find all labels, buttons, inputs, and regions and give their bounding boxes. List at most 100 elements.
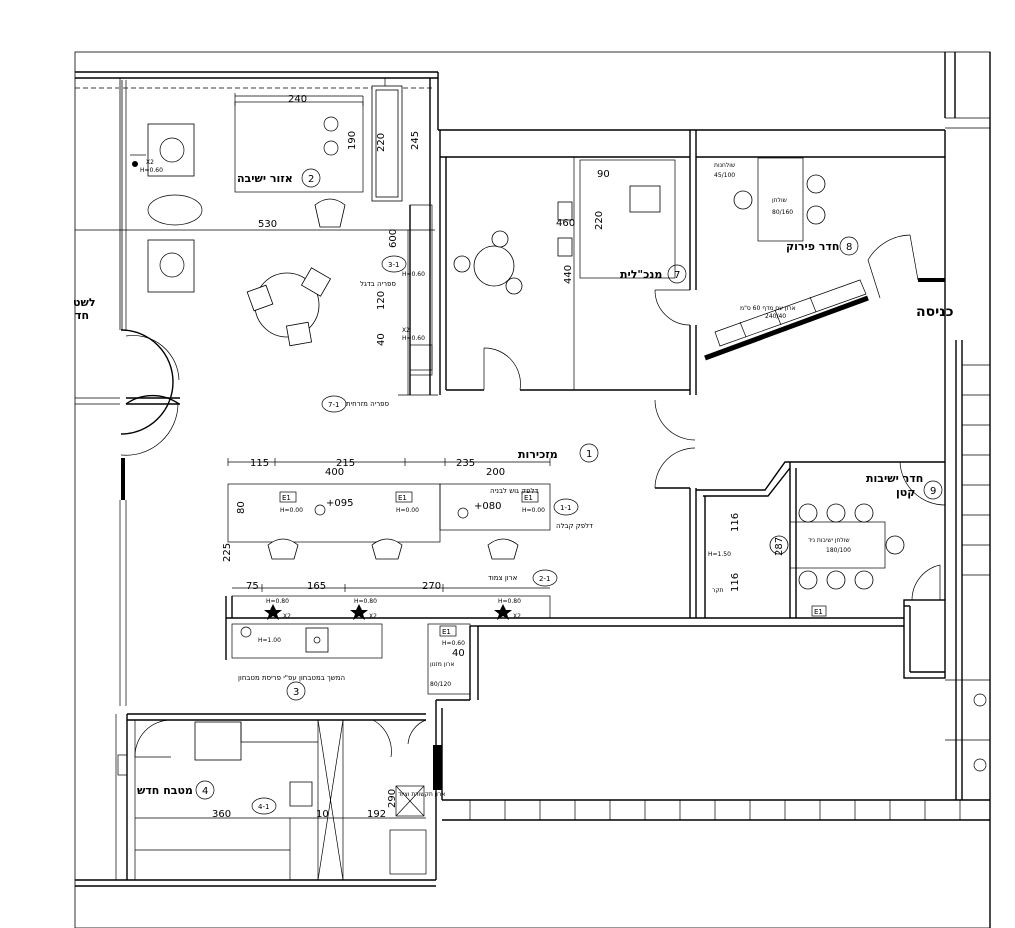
room-8-name: חדר פירוק bbox=[786, 240, 839, 253]
note-side-table-size: 45/100 bbox=[714, 172, 735, 179]
dim-287: 287 bbox=[774, 537, 785, 556]
h060-wall-1: H=0.60 bbox=[402, 271, 425, 278]
dim-600: 600 bbox=[388, 229, 399, 248]
note-cabinet-2: ספריה מזרחית bbox=[346, 400, 390, 408]
note-pantry: ארון מזנון bbox=[430, 661, 454, 668]
room-9-name-2: קטן bbox=[896, 486, 915, 499]
e1-marker-3: E1 bbox=[524, 494, 533, 502]
h100-kitchen: H=1.00 bbox=[258, 637, 281, 644]
tag-2-1: 2-1 bbox=[539, 575, 550, 583]
note-ceiling: תקר bbox=[712, 587, 724, 594]
dim-120: 120 bbox=[376, 291, 387, 310]
e1-marker-1: E1 bbox=[282, 494, 291, 502]
small-meeting-room bbox=[689, 461, 946, 679]
note-tall-cabinet: ארון עם מדף 60 ס"מ bbox=[740, 305, 796, 312]
dim-245: 245 bbox=[410, 131, 421, 150]
room-2-number: 2 bbox=[308, 174, 314, 185]
dim-40: 40 bbox=[376, 333, 387, 346]
corridor-wall bbox=[226, 617, 904, 880]
room-1-number: 1 bbox=[586, 449, 592, 460]
dim-235: 235 bbox=[456, 458, 475, 469]
dim-116a: 116 bbox=[730, 513, 741, 532]
room-3-number: 3 bbox=[293, 687, 299, 698]
e1-marker-2: E1 bbox=[398, 494, 407, 502]
room-7-name: מנכ"לית bbox=[620, 268, 662, 281]
reception-area bbox=[225, 399, 696, 660]
tag-4-1: 4-1 bbox=[258, 803, 269, 811]
dim-360: 360 bbox=[212, 809, 231, 820]
h060-wall-2: H=0.60 bbox=[402, 335, 425, 342]
x2-1: X2 bbox=[283, 613, 291, 620]
note-manager-table-size: 80/160 bbox=[772, 209, 793, 216]
seating-area-block bbox=[75, 71, 439, 396]
tag-7-1: 7-1 bbox=[328, 401, 339, 409]
note-meeting-table: שולחן ישיבות ניד bbox=[808, 537, 850, 544]
dim-225: 225 bbox=[222, 543, 233, 562]
x2-3: X2 bbox=[513, 613, 521, 620]
left-cut-label-1: לשט bbox=[73, 296, 95, 309]
x2-wall: X2 bbox=[402, 327, 410, 334]
note-rear-cabinet: ארון צמוד bbox=[488, 574, 518, 582]
h050-room9: H=1.50 bbox=[708, 551, 731, 558]
dim-40b: 40 bbox=[452, 648, 465, 659]
note-wall-shelves: ספריה בדגל bbox=[360, 280, 396, 288]
new-kitchen bbox=[115, 713, 427, 881]
room-7-number: 7 bbox=[674, 270, 680, 281]
dim-530: 530 bbox=[258, 219, 277, 230]
e1-kitchen: E1 bbox=[442, 628, 451, 636]
room-4-number: 4 bbox=[202, 786, 208, 797]
note-pantry-size: 80/120 bbox=[430, 681, 451, 688]
note-meeting-table-size: 180/100 bbox=[826, 547, 851, 554]
dim-460: 460 bbox=[556, 218, 575, 229]
h000-2: H=0.00 bbox=[396, 507, 419, 514]
h080-1: H=0.80 bbox=[266, 598, 289, 605]
room-8-number: 8 bbox=[846, 242, 852, 253]
note-manager-table: שולחן bbox=[772, 197, 787, 204]
h080-3: H=0.80 bbox=[498, 598, 521, 605]
dim-190: 190 bbox=[347, 131, 358, 150]
dim-220b: 220 bbox=[594, 211, 605, 230]
right-structure bbox=[944, 52, 991, 928]
left-entrance-door[interactable] bbox=[75, 329, 180, 706]
dim-115: 115 bbox=[250, 458, 269, 469]
dim-90: 90 bbox=[597, 169, 610, 180]
h060-kitchen: H=0.60 bbox=[442, 640, 465, 647]
room-9-number: 9 bbox=[930, 486, 936, 497]
dim-10: 10 bbox=[316, 809, 329, 820]
x2-2: X2 bbox=[369, 613, 377, 620]
room-3-name: המשך במטבחון עפ"י פריסת מטבחון bbox=[238, 674, 345, 682]
note-tall-cabinet-size: 240/40 bbox=[765, 313, 786, 320]
bottom-outer-wall bbox=[75, 799, 990, 887]
tag-3-1: 3-1 bbox=[388, 261, 399, 269]
note-front-counter: דלפק גוש לבניה bbox=[490, 487, 538, 495]
room-9-name-1: חדר ישיבות bbox=[866, 472, 923, 485]
note-side-table: שולחנות bbox=[714, 162, 735, 169]
tag-1-1: 1-1 bbox=[560, 504, 571, 512]
dim-116b: 116 bbox=[730, 573, 741, 592]
plus080: +080 bbox=[474, 501, 501, 512]
dim-290: 290 bbox=[387, 789, 398, 808]
dim-192: 192 bbox=[367, 809, 386, 820]
dim-220: 220 bbox=[376, 133, 387, 152]
entrance-label: כניסה bbox=[916, 304, 954, 320]
e1-room9: E1 bbox=[814, 608, 823, 616]
dim-200: 200 bbox=[486, 467, 505, 478]
room-4-name: מטבח חדש bbox=[137, 784, 193, 797]
h000-1: H=0.00 bbox=[280, 507, 303, 514]
dim-80: 80 bbox=[236, 501, 247, 514]
dim-240: 240 bbox=[288, 94, 307, 105]
room-8 bbox=[696, 130, 946, 600]
room-1-name: מזכירות bbox=[518, 448, 558, 461]
dim-440: 440 bbox=[563, 265, 574, 284]
manager-room bbox=[438, 129, 945, 395]
dim-165: 165 bbox=[307, 581, 326, 592]
kitchenette bbox=[231, 623, 471, 695]
left-cut-label-2: חד bbox=[75, 309, 89, 322]
room-2-name: אזור ישיבה bbox=[237, 172, 293, 185]
dim-75: 75 bbox=[246, 581, 259, 592]
electrical-markers bbox=[240, 491, 539, 638]
h060-left: H=0.60 bbox=[140, 167, 163, 174]
h080-2: H=0.80 bbox=[354, 598, 377, 605]
dim-215: 215 bbox=[336, 458, 355, 469]
